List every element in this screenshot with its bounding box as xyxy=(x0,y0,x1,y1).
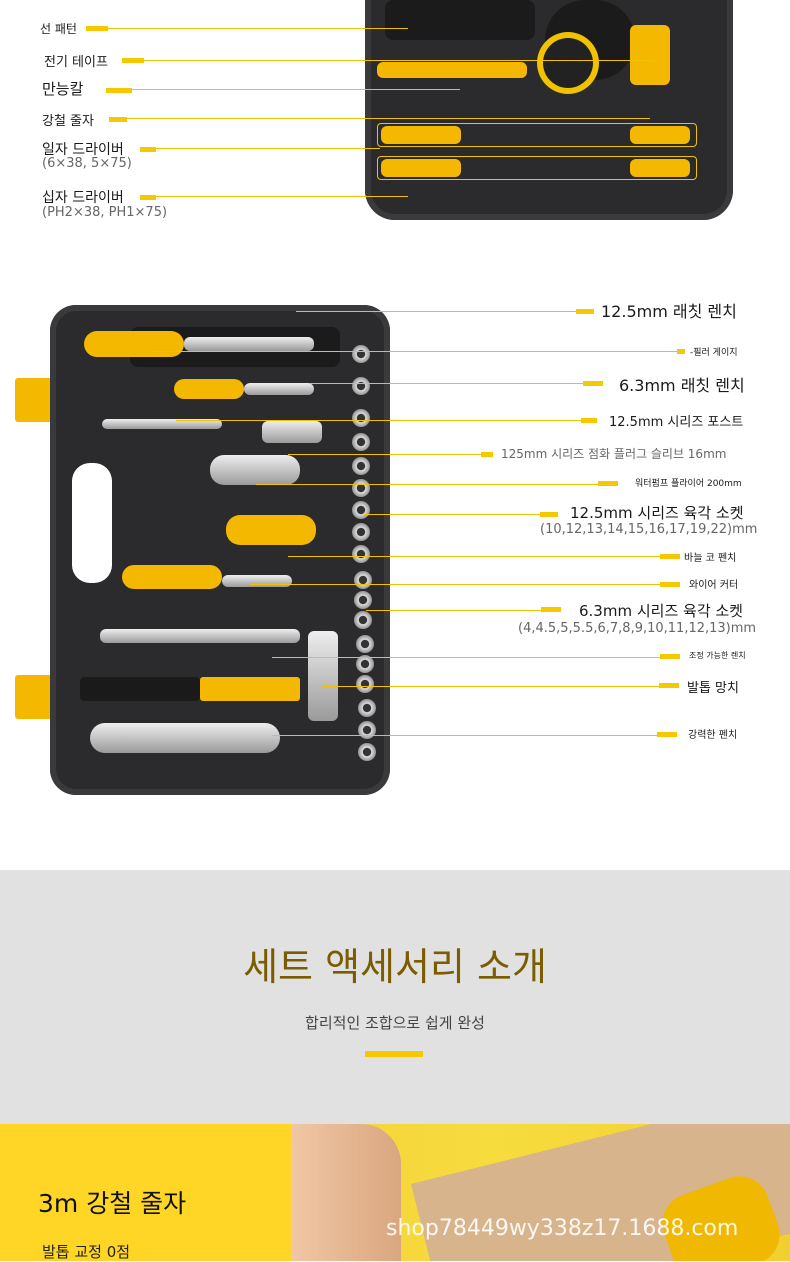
socket-12-5-spec: (10,12,13,14,15,16,17,19,22)mm xyxy=(540,522,758,537)
label-locking-plier: 강력한 펜치 xyxy=(688,730,738,741)
label-ratchet-6-3: 6.3mm 래칫 렌치 xyxy=(619,376,745,395)
accent-bar xyxy=(365,1051,423,1057)
label-needle-nose-plier: 바늘 코 펜치 xyxy=(684,553,737,564)
toolbox-case-image xyxy=(50,305,390,795)
label-spark-plug-sleeve: 125mm 시리즈 점화 플러그 슬리브 16mm xyxy=(501,447,727,461)
watermark: shop78449wy338z17.1688.com xyxy=(386,1216,739,1241)
feature-desc: 발톱 교정 0점 xyxy=(42,1243,131,1261)
section-subtitle: 합리적인 조합으로 쉽게 완성 xyxy=(305,1014,485,1032)
toolbox-top-image xyxy=(365,0,733,220)
label-feeler-gauge: -필러 게이지 xyxy=(690,348,738,358)
section-header: 세트 액세서리 소개 합리적인 조합으로 쉽게 완성 xyxy=(0,870,790,1124)
label-series-post: 12.5mm 시리즈 포스트 xyxy=(609,415,744,430)
feature-title: 3m 강철 줄자 xyxy=(38,1189,187,1218)
label-claw-hammer: 발톱 망치 xyxy=(687,681,739,696)
label-adjustable-wrench: 조정 가능한 렌치 xyxy=(689,651,746,660)
label-socket-12-5: 12.5mm 시리즈 육각 소켓 xyxy=(570,504,744,522)
socket-6-3-spec: (4,4.5,5,5.5,6,7,8,9,10,11,12,13)mm xyxy=(518,621,757,636)
label-ratchet-12-5: 12.5mm 래칫 렌치 xyxy=(601,302,737,321)
label-water-pump-plier: 워터펌프 플라이어 200mm xyxy=(635,479,742,489)
label-utility-knife: 만능칼 xyxy=(42,80,84,98)
label-socket-6-3: 6.3mm 시리즈 육각 소켓 xyxy=(579,602,743,620)
label-wire-pattern: 선 패턴 xyxy=(40,22,77,36)
label-steel-tape: 강철 줄자 xyxy=(42,114,94,129)
tape-measure-photo: shop78449wy338z17.1688.com xyxy=(291,1124,790,1261)
label-electrical-tape: 전기 테이프 xyxy=(44,55,108,70)
flat-screwdriver-spec: (6×38, 5×75) xyxy=(42,156,132,171)
feature-panel: 3m 강철 줄자 발톱 교정 0점 xyxy=(0,1124,291,1261)
section-title: 세트 액세서리 소개 xyxy=(243,945,547,989)
label-phillips-screwdriver: 십자 드라이버 xyxy=(42,190,124,206)
label-wire-cutter: 와이어 커터 xyxy=(689,580,739,591)
label-flat-screwdriver: 일자 드라이버 xyxy=(42,142,124,158)
phillips-screwdriver-spec: (PH2×38, PH1×75) xyxy=(42,205,168,220)
